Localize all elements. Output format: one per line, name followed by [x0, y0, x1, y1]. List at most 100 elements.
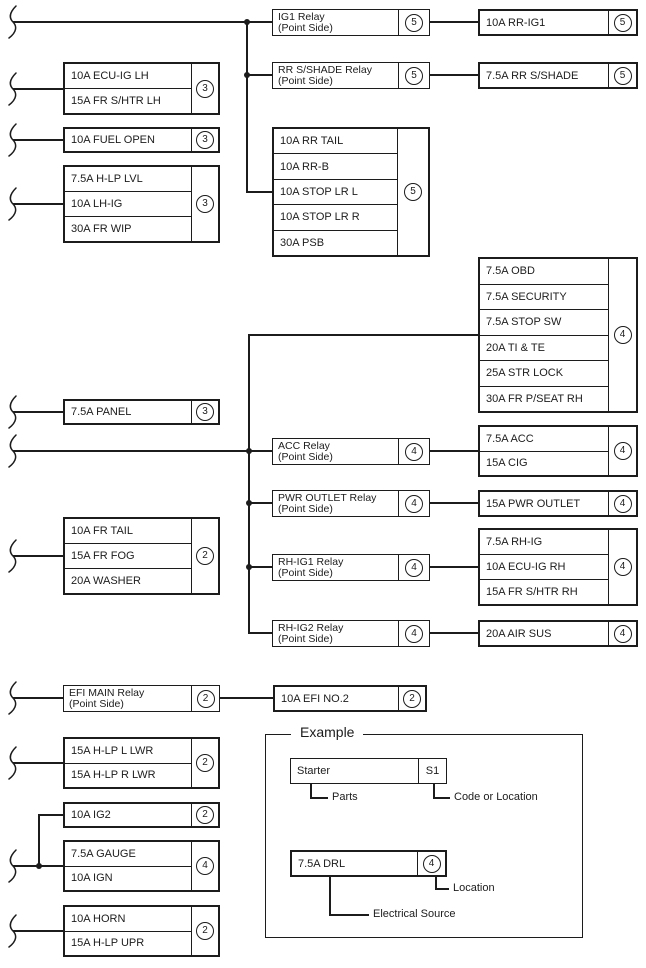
- fuse-row: 7.5A RR S/SHADE: [480, 64, 608, 87]
- relay-side: (Point Side): [278, 450, 333, 463]
- location-number: 5: [405, 66, 423, 85]
- fuse-row: 10A FUEL OPEN: [65, 129, 191, 151]
- fuse-row: 10A IG2: [65, 804, 191, 826]
- location-cell: 4: [417, 852, 445, 875]
- fuse-label: 10A ECU-IG LH: [71, 70, 149, 82]
- callout-line: [310, 784, 312, 798]
- junction-dot: [35, 863, 42, 869]
- wire: [248, 502, 272, 504]
- location-cell: 2: [191, 804, 218, 826]
- wire: [248, 334, 478, 336]
- example-part-label: Starter: [297, 765, 331, 777]
- fuse-row: 15A H-LP L LWR: [65, 739, 191, 763]
- wire: [430, 566, 478, 568]
- wire: [13, 21, 272, 23]
- location-cell: 4: [398, 621, 429, 646]
- relay-name: PWR OUTLET Relay: [278, 491, 377, 504]
- fuse-label: 10A IG2: [71, 809, 111, 821]
- location-number: 3: [196, 131, 214, 149]
- relay-label: RR S/SHADE Relay (Point Side): [273, 63, 398, 88]
- fuse-label: 15A H-LP UPR: [71, 937, 145, 950]
- location-number: 2: [196, 754, 214, 772]
- wire: [13, 697, 63, 699]
- wire: [248, 566, 272, 568]
- wire-break-symbol: [8, 123, 17, 157]
- location-number: 5: [405, 13, 423, 32]
- fuse-block-rr-ig1: 10A RR-IG1 5: [478, 9, 638, 36]
- location-cell: 2: [398, 687, 425, 710]
- location-cell: 4: [398, 439, 429, 464]
- fuse-label: 7.5A RR S/SHADE: [486, 69, 579, 82]
- fuse-row: 25A STR LOCK: [480, 360, 608, 386]
- wire: [13, 88, 63, 90]
- fuse-row: 15A FR FOG: [65, 543, 191, 568]
- fuse-label: 30A FR WIP: [71, 223, 132, 235]
- relay-label: ACC Relay (Point Side): [273, 439, 398, 464]
- location-number: 4: [613, 494, 632, 513]
- fuse-row: 10A ECU-IG LH: [65, 64, 191, 88]
- example-code-cell: S1: [418, 759, 446, 783]
- fuse-block-horn: 10A HORN 15A H-LP UPR 2: [63, 905, 220, 957]
- fuse-label: 15A H-LP R LWR: [71, 769, 156, 782]
- location-cell: 4: [608, 492, 636, 515]
- fuse-label: 7.5A SECURITY: [486, 290, 567, 303]
- fuse-row: 15A H-LP R LWR: [65, 762, 191, 788]
- callout-line: [329, 877, 331, 916]
- fuse-label: 10A RR TAIL: [280, 135, 344, 148]
- location-number: 4: [613, 558, 632, 576]
- relay-side: (Point Side): [278, 632, 333, 645]
- fuse-row: 30A PSB: [274, 229, 397, 255]
- fuse-label: 10A ECU-IG RH: [486, 561, 566, 573]
- junction-dot: [243, 19, 250, 25]
- location-number: 4: [613, 326, 632, 344]
- callout-line: [433, 784, 435, 798]
- example-code-label: S1: [425, 765, 440, 777]
- callout-parts: Parts: [332, 791, 358, 803]
- fuse-row: 7.5A SECURITY: [480, 283, 608, 310]
- fuse-block-air-sus: 20A AIR SUS 4: [478, 620, 638, 647]
- location-cell: 5: [398, 63, 429, 88]
- location-number: 4: [613, 442, 632, 460]
- fuse-row: 10A RR-B: [274, 153, 397, 178]
- location-cell: 4: [608, 622, 636, 645]
- location-cell: 5: [608, 11, 636, 34]
- fuse-label: 10A HORN: [71, 912, 126, 925]
- wire: [246, 191, 272, 193]
- callout-line: [310, 797, 328, 799]
- junction-dot: [245, 448, 252, 454]
- fuse-row: 7.5A ACC: [480, 427, 608, 451]
- fuse-label: 30A PSB: [280, 236, 325, 249]
- fuse-label: 10A IGN: [71, 872, 113, 885]
- fuse-block-efi-no2: 10A EFI NO.2 2: [273, 685, 427, 712]
- fuse-block-rh-ig-group: 7.5A RH-IG 10A ECU-IG RH 15A FR S/HTR RH…: [478, 528, 638, 606]
- fuse-block-hlp-lwr: 15A H-LP L LWR 15A H-LP R LWR 2: [63, 737, 220, 789]
- example-legend-box: [265, 734, 583, 938]
- location-cell: 5: [398, 10, 429, 35]
- fuse-label: 15A H-LP L LWR: [71, 744, 154, 757]
- fuse-label: 7.5A ACC: [486, 432, 534, 445]
- fuse-row: 10A RR-IG1: [480, 11, 608, 34]
- relay-name: ACC Relay: [278, 439, 330, 452]
- location-number: 4: [422, 854, 441, 873]
- fuse-row: 20A WASHER: [65, 568, 191, 593]
- location-number: 2: [196, 547, 214, 565]
- fuse-label: 25A STR LOCK: [486, 367, 564, 380]
- wire-bus: [248, 334, 250, 633]
- location-cell: 2: [191, 519, 218, 593]
- location-number: 2: [196, 689, 215, 708]
- wire: [430, 74, 478, 76]
- relay-name: RH-IG1 Relay: [278, 555, 344, 568]
- fuse-label: 20A WASHER: [71, 575, 141, 587]
- location-number: 2: [403, 689, 421, 708]
- example-legend-title: Example: [291, 724, 364, 740]
- junction-dot: [245, 564, 252, 570]
- wire-break-symbol: [8, 434, 17, 468]
- fuse-label: 7.5A RH-IG: [486, 536, 543, 548]
- fuse-label: 7.5A STOP SW: [486, 316, 562, 329]
- location-cell: 4: [191, 842, 218, 890]
- fuse-row: 20A TI & TE: [480, 334, 608, 361]
- wire: [430, 450, 478, 452]
- fuse-row: 15A H-LP UPR: [65, 930, 191, 956]
- fuse-label: 30A FR P/SEAT RH: [486, 392, 583, 405]
